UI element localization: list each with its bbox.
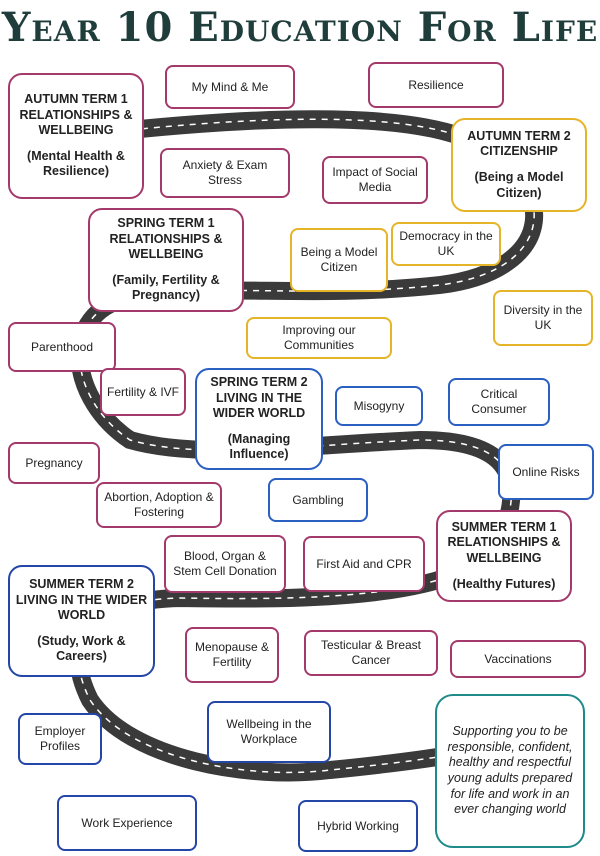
- summer-term-2-heading: SUMMER TERM 2 LIVING IN THE WIDER WORLD: [15, 576, 148, 623]
- spring-term-2-heading: SPRING TERM 2 LIVING IN THE WIDER WORLD: [210, 374, 308, 421]
- summer-term-1-heading: SUMMER TERM 1 RELATIONSHIPS & WELLBEING: [447, 519, 561, 565]
- topic-my-mind: My Mind & Me: [165, 65, 295, 109]
- summer-term-2-subtitle: (Study, Work & Careers): [37, 633, 126, 664]
- autumn-term-1-subtitle: (Mental Health & Resilience): [27, 148, 125, 179]
- autumn-term-2-heading: AUTUMN TERM 2 CITIZENSHIP: [467, 128, 571, 159]
- topic-testicular-cancer: Testicular & Breast Cancer: [304, 630, 438, 676]
- topic-employer-profiles: Employer Profiles: [18, 713, 102, 765]
- autumn-term-1-box: AUTUMN TERM 1 RELATIONSHIPS & WELLBEING …: [8, 73, 144, 199]
- topic-resilience: Resilience: [368, 62, 504, 108]
- summer-term-2-box: SUMMER TERM 2 LIVING IN THE WIDER WORLD …: [8, 565, 155, 677]
- autumn-term-1-heading: AUTUMN TERM 1 RELATIONSHIPS & WELLBEING: [19, 91, 133, 138]
- topic-menopause: Menopause & Fertility: [185, 627, 279, 683]
- topic-critical-consumer: Critical Consumer: [448, 378, 550, 426]
- spring-term-1-subtitle: (Family, Fertility & Pregnancy): [112, 272, 220, 303]
- spring-term-2-subtitle: (Managing Influence): [227, 431, 291, 462]
- topic-vaccinations: Vaccinations: [450, 640, 586, 678]
- topic-anxiety: Anxiety & Exam Stress: [160, 148, 290, 198]
- topic-democracy: Democracy in the UK: [391, 222, 501, 266]
- topic-work-experience: Work Experience: [57, 795, 197, 851]
- topic-hybrid-working: Hybrid Working: [298, 800, 418, 852]
- topic-diversity: Diversity in the UK: [493, 290, 593, 346]
- topic-social-media: Impact of Social Media: [322, 156, 428, 204]
- topic-gambling: Gambling: [268, 478, 368, 522]
- autumn-term-2-subtitle: (Being a Model Citizen): [474, 170, 564, 200]
- autumn-term-2-box: AUTUMN TERM 2 CITIZENSHIP (Being a Model…: [451, 118, 587, 212]
- topic-pregnancy: Pregnancy: [8, 442, 100, 484]
- summer-term-1-subtitle: (Healthy Futures): [452, 576, 556, 591]
- topic-model-citizen: Being a Model Citizen: [290, 228, 388, 292]
- topic-blood-donation: Blood, Organ & Stem Cell Donation: [164, 535, 286, 593]
- topic-first-aid: First Aid and CPR: [303, 536, 425, 592]
- topic-communities: Improving our Communities: [246, 317, 392, 359]
- spring-term-1-box: SPRING TERM 1 RELATIONSHIPS & WELLBEING …: [88, 208, 244, 312]
- page-title: Year 10 Education For Life: [1, 4, 599, 51]
- spring-term-2-box: SPRING TERM 2 LIVING IN THE WIDER WORLD …: [195, 368, 323, 470]
- topic-wellbeing-workplace: Wellbeing in the Workplace: [207, 701, 331, 763]
- spring-term-1-heading: SPRING TERM 1 RELATIONSHIPS & WELLBEING: [109, 215, 223, 262]
- topic-parenthood: Parenthood: [8, 322, 116, 372]
- topic-misogyny: Misogyny: [335, 386, 423, 426]
- topic-online-risks: Online Risks: [498, 444, 594, 500]
- summer-term-1-box: SUMMER TERM 1 RELATIONSHIPS & WELLBEING …: [436, 510, 572, 602]
- topic-abortion: Abortion, Adoption & Fostering: [96, 482, 222, 528]
- topic-fertility: Fertility & IVF: [100, 368, 186, 416]
- mission-statement: Supporting you to be responsible, confid…: [435, 694, 585, 848]
